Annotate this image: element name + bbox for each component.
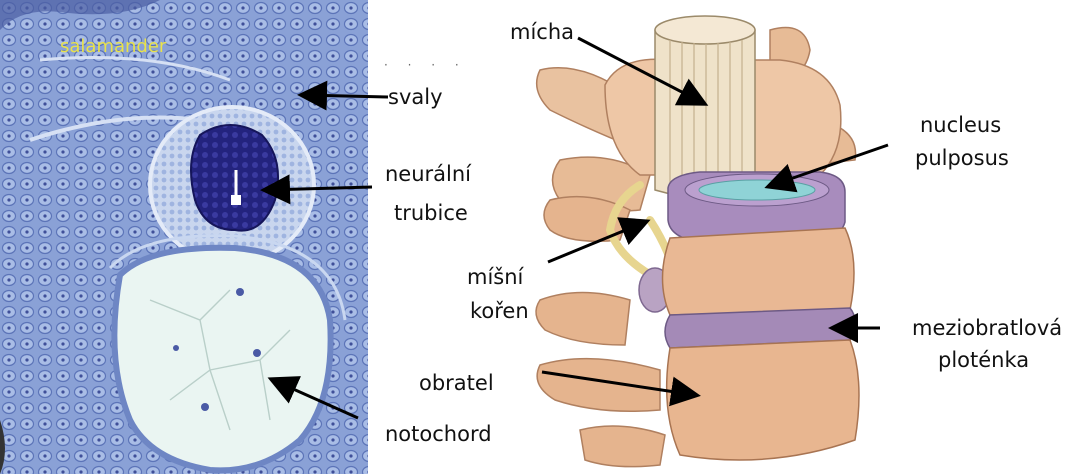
label-vertebra: obratel [419,369,494,397]
label-svaly: svaly [388,83,443,111]
spine-illustration [520,0,892,474]
vertebral-body-middle [663,228,855,315]
nucleus-pulposus [699,180,815,200]
salamander-micrograph [0,0,368,474]
faint-marks: · · · · [384,58,467,72]
label-nucleus-line2: pulposus [915,144,1009,172]
label-notochord: notochord [385,420,492,448]
label-disc-line1: meziobratlová [912,314,1062,342]
label-disc-line2: ploténka [938,346,1029,374]
label-neural-tube-line1: neurální [385,160,471,188]
notochord-tissue [114,248,330,471]
label-root-line2: kořen [470,297,529,325]
spine-illustration-panel [520,0,892,474]
label-nucleus-line1: nucleus [920,111,1001,139]
vertebral-body-bottom [667,340,859,460]
label-root-line1: míšní [467,263,523,291]
label-neural-tube-line2: trubice [394,199,468,227]
micrograph-panel: salamander [0,0,368,474]
label-micha: mícha [510,18,574,46]
micrograph-caption: salamander [60,36,166,57]
